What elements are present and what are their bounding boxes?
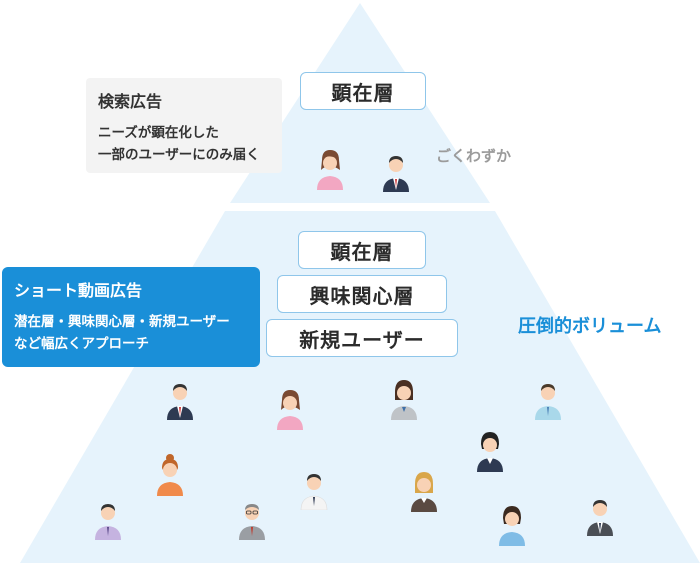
person-man-lavender-icon (95, 504, 121, 540)
short-video-ad-body-line1: 潜在層・興味関心層・新規ユーザー (14, 314, 230, 330)
search-ad-body-line2: 一部のユーザーにのみ届く (98, 147, 260, 163)
person-man-navy-icon (167, 384, 193, 420)
search-ad-title: 検索広告 (98, 92, 163, 111)
search-ad-body-line1: ニーズが顕在化した (98, 125, 219, 141)
top-layer-box: 顕在層 (300, 72, 426, 110)
short-video-ad-body-line2: など幅広くアプローチ (14, 336, 149, 352)
person-man-gray-glasses-icon (239, 504, 265, 540)
person-man-white-icon (300, 474, 328, 510)
person-man-gray-icon (587, 500, 613, 536)
small-volume-note: ごくわずか (436, 147, 512, 165)
bottom-layer-box-2: 興味関心層 (277, 275, 447, 313)
person-woman-brown-icon (411, 472, 437, 512)
top-layer-label: 顕在層 (331, 80, 395, 105)
person-woman-blue-icon (499, 506, 525, 546)
person-man-lightblue-icon (535, 384, 561, 420)
bottom-layer-label-1: 顕在層 (330, 239, 394, 264)
person-woman-pink-icon (277, 390, 303, 430)
short-video-ad-card: ショート動画広告 潜在層・興味関心層・新規ユーザー など幅広くアプローチ (2, 267, 260, 367)
person-woman-pink-icon (317, 150, 343, 190)
bottom-layer-box-1: 顕在層 (298, 231, 426, 269)
bottom-layer-label-3: 新規ユーザー (299, 327, 425, 352)
bottom-layer-label-2: 興味関心層 (309, 283, 415, 308)
short-video-ad-title: ショート動画広告 (14, 281, 143, 300)
search-ad-card: 検索広告 ニーズが顕在化した 一部のユーザーにのみ届く (86, 78, 282, 173)
person-woman-orange-icon (157, 454, 183, 496)
person-woman-navy-icon (477, 432, 503, 472)
large-volume-note: 圧倒的ボリューム (518, 316, 662, 337)
bottom-layer-box-3: 新規ユーザー (266, 319, 458, 357)
person-man-navy-icon (383, 156, 409, 192)
person-woman-gray-icon (391, 380, 417, 420)
